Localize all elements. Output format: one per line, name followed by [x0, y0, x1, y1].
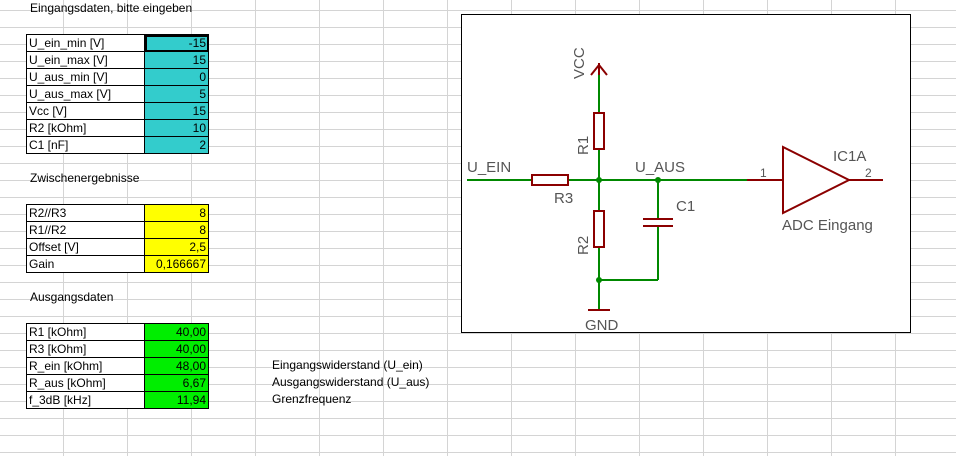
- table-row: U_ein_min [V] -15: [26, 34, 209, 52]
- output-label: R3 [kOhm]: [26, 340, 145, 358]
- intermediate-table: R2//R3 8 R1//R2 8 Offset [V] 2,5 Gain 0,…: [26, 204, 209, 273]
- output-table: R1 [kOhm] 40,00 R3 [kOhm] 40,00 R_ein [k…: [26, 323, 209, 409]
- input-value-cell[interactable]: 0: [144, 68, 209, 86]
- table-row: C1 [nF] 2: [26, 136, 209, 154]
- intermediate-label: Offset [V]: [26, 238, 145, 256]
- intermediate-value-cell[interactable]: 0,166667: [144, 255, 209, 273]
- input-value-cell[interactable]: -15: [144, 34, 209, 52]
- table-row: R2//R3 8: [26, 204, 209, 222]
- output-label: f_3dB [kHz]: [26, 391, 145, 409]
- input-value-cell[interactable]: 2: [144, 136, 209, 154]
- input-table: U_ein_min [V] -15 U_ein_max [V] 15 U_aus…: [26, 34, 209, 154]
- resistor-r3: [531, 174, 569, 186]
- input-label: R2 [kOhm]: [26, 119, 145, 137]
- table-row: R_ein [kOhm] 48,00: [26, 357, 209, 375]
- circuit-schematic-image[interactable]: VCC R1 R2 R3 C1 U_EIN U_AUS GND IC1A 1 2…: [461, 14, 911, 334]
- label-r3: R3: [554, 190, 573, 207]
- input-label: U_ein_min [V]: [26, 34, 145, 52]
- table-row: R3 [kOhm] 40,00: [26, 340, 209, 358]
- junction-dots: [596, 177, 661, 283]
- table-row: R1//R2 8: [26, 221, 209, 239]
- intermediate-label: R1//R2: [26, 221, 145, 239]
- schematic-labels: VCC R1 R2 R3 C1 U_EIN U_AUS GND IC1A 1 2…: [467, 47, 873, 334]
- output-value-cell[interactable]: 6,67: [144, 374, 209, 392]
- output-value-cell[interactable]: 40,00: [144, 340, 209, 358]
- table-row: U_ein_max [V] 15: [26, 51, 209, 69]
- output-label: R_aus [kOhm]: [26, 374, 145, 392]
- label-pin-2: 2: [865, 166, 872, 180]
- input-label: U_aus_min [V]: [26, 68, 145, 86]
- label-vcc: VCC: [571, 47, 588, 79]
- input-value-cell[interactable]: 5: [144, 85, 209, 103]
- table-row: R_aus [kOhm] 6,67: [26, 374, 209, 392]
- table-row: Vcc [V] 15: [26, 102, 209, 120]
- input-label: Vcc [V]: [26, 102, 145, 120]
- label-r1: R1: [575, 136, 592, 155]
- resistor-r1: [593, 112, 605, 150]
- label-adc-eingang: ADC Eingang: [782, 217, 873, 234]
- output-label: R1 [kOhm]: [26, 323, 145, 341]
- input-value-cell[interactable]: 15: [144, 102, 209, 120]
- schematic-parts: [531, 63, 883, 311]
- label-c1: C1: [676, 198, 695, 215]
- intermediate-value-cell[interactable]: 8: [144, 204, 209, 222]
- table-row: R1 [kOhm] 40,00: [26, 323, 209, 341]
- section-heading-output: Ausgangsdaten: [30, 290, 114, 304]
- section-heading-intermediate: Zwischenergebnisse: [30, 171, 140, 185]
- label-r2: R2: [575, 236, 592, 255]
- table-row: U_aus_min [V] 0: [26, 68, 209, 86]
- adc-buffer-triangle: [782, 145, 852, 215]
- schematic-wires: [467, 75, 747, 310]
- output-value-cell[interactable]: 48,00: [144, 357, 209, 375]
- output-label: R_ein [kOhm]: [26, 357, 145, 375]
- output-value-cell[interactable]: 11,94: [144, 391, 209, 409]
- input-value-cell[interactable]: 15: [144, 51, 209, 69]
- label-gnd: GND: [585, 317, 619, 332]
- input-label: C1 [nF]: [26, 136, 145, 154]
- resistor-r2: [593, 210, 605, 248]
- intermediate-value-cell[interactable]: 8: [144, 221, 209, 239]
- input-value-cell[interactable]: 10: [144, 119, 209, 137]
- intermediate-label: R2//R3: [26, 204, 145, 222]
- table-row: Gain 0,166667: [26, 255, 209, 273]
- schematic-drawing: VCC R1 R2 R3 C1 U_EIN U_AUS GND IC1A 1 2…: [467, 47, 883, 334]
- intermediate-value-cell[interactable]: 2,5: [144, 238, 209, 256]
- output-note-f3db: Grenzfrequenz: [272, 392, 352, 406]
- label-ic1a: IC1A: [833, 148, 866, 165]
- output-note-r-ein: Eingangswiderstand (U_ein): [272, 358, 423, 372]
- table-row: f_3dB [kHz] 11,94: [26, 391, 209, 409]
- vcc-arrow-icon: [590, 63, 608, 76]
- sheet-title: Eingangsdaten, bitte eingeben: [30, 1, 193, 15]
- table-row: Offset [V] 2,5: [26, 238, 209, 256]
- output-value-cell[interactable]: 40,00: [144, 323, 209, 341]
- label-u-ein: U_EIN: [467, 159, 511, 176]
- label-pin-1: 1: [760, 166, 767, 180]
- output-note-r-aus: Ausgangswiderstand (U_aus): [272, 375, 430, 389]
- intermediate-label: Gain: [26, 255, 145, 273]
- input-label: U_aus_max [V]: [26, 85, 145, 103]
- table-row: U_aus_max [V] 5: [26, 85, 209, 103]
- table-row: R2 [kOhm] 10: [26, 119, 209, 137]
- label-u-aus: U_AUS: [635, 159, 685, 176]
- input-label: U_ein_max [V]: [26, 51, 145, 69]
